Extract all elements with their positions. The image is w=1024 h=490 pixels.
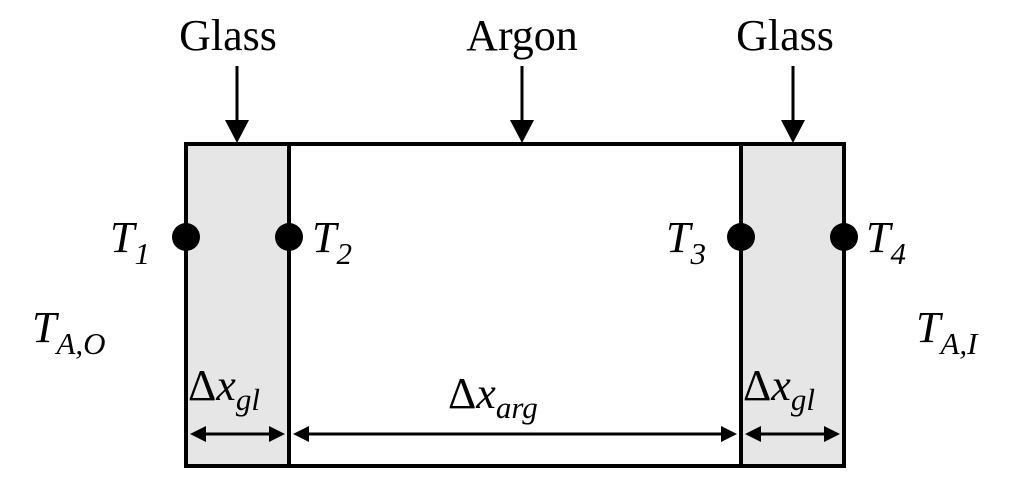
glass-right-arrow <box>781 66 805 143</box>
glass-right-layer <box>739 142 846 468</box>
glass-right-label: Glass <box>736 11 834 60</box>
argon-dimension-arrow <box>293 426 737 442</box>
glass-left-arrow <box>225 66 249 143</box>
t3-point <box>727 223 755 251</box>
argon-thickness-label: Δxarg <box>448 369 538 425</box>
t4-point <box>830 223 858 251</box>
ambient-outside-label: TA,O <box>32 303 106 361</box>
glass-left-layer <box>184 142 291 468</box>
glass-right-dimension-arrow <box>745 426 840 442</box>
t2-label: T2 <box>312 213 352 271</box>
t4-label: T4 <box>866 213 906 271</box>
t3-label: T3 <box>666 213 706 271</box>
glass-left-label: Glass <box>179 11 277 60</box>
ambient-inside-label: TA,I <box>916 303 979 361</box>
glass-left-thickness-label: Δxgl <box>188 361 260 417</box>
argon-arrow <box>510 66 534 143</box>
argon-layer <box>287 142 743 468</box>
glass-right-thickness-label: Δxgl <box>743 361 815 417</box>
t1-point <box>172 223 200 251</box>
t1-label: T1 <box>110 213 150 271</box>
t2-point <box>275 223 303 251</box>
glass-left-dimension-arrow <box>190 426 285 442</box>
argon-label: Argon <box>466 11 578 60</box>
